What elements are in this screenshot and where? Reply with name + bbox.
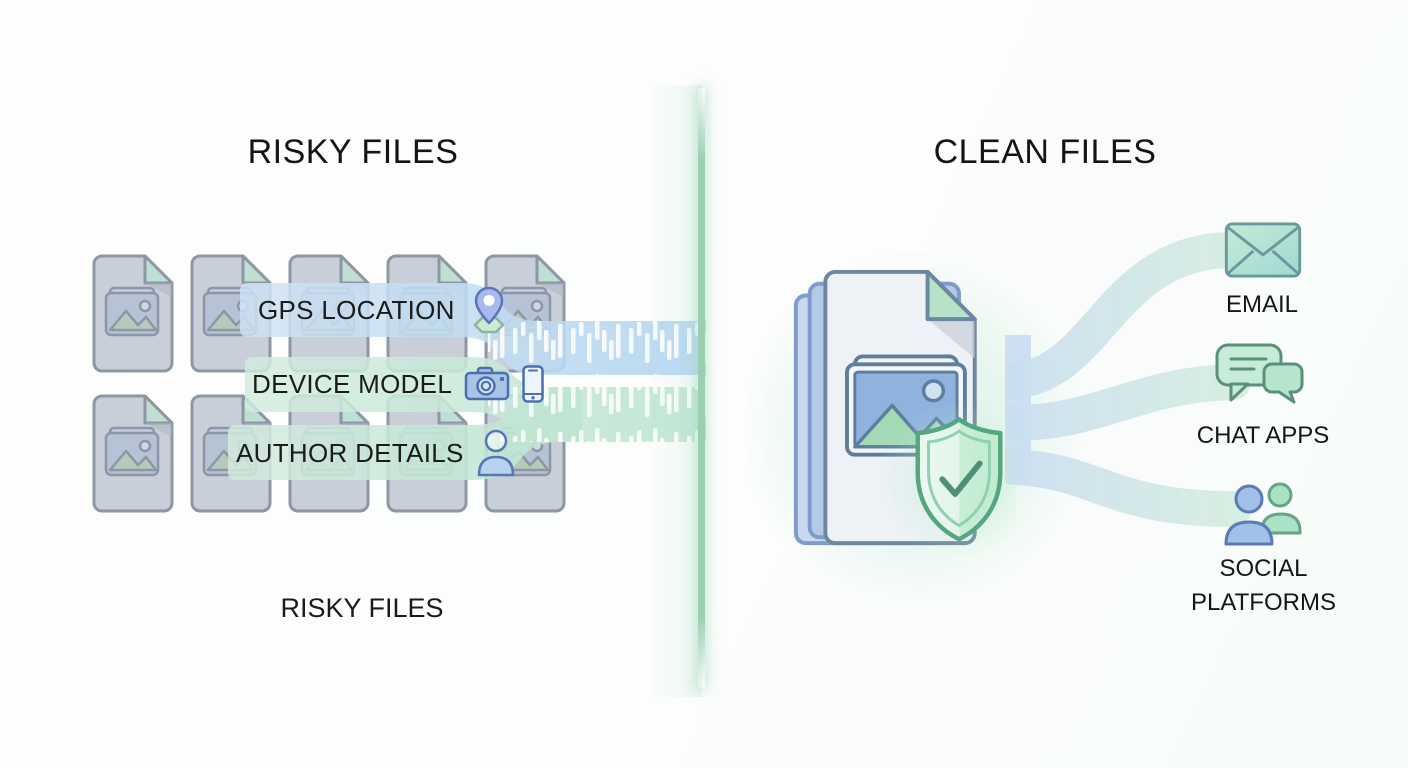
author-details-label: AUTHOR DETAILS [236, 437, 464, 468]
camera-icon [464, 366, 510, 401]
clean-files-title: CLEAN FILES [933, 133, 1157, 171]
envelope-icon [1224, 222, 1302, 278]
gps-location-label: GPS LOCATION [258, 294, 455, 325]
social-platforms-label: SOCIAL PLATFORMS [1191, 555, 1336, 616]
image-file-icon [90, 393, 174, 513]
shield-check-icon [915, 417, 1003, 542]
image-file-icon [90, 253, 174, 373]
user-icon [477, 429, 514, 477]
users-icon [1224, 482, 1302, 546]
metadata-banner-device: DEVICE MODEL [246, 358, 544, 410]
map-pin-icon [473, 286, 504, 334]
device-model-label: DEVICE MODEL [252, 368, 453, 399]
risky-files-caption: RISKY FILES [280, 593, 444, 623]
privacy-barrier-line [698, 88, 705, 688]
smartphone-icon [522, 365, 544, 403]
risky-files-title: RISKY FILES [247, 133, 459, 171]
chat-bubbles-icon [1215, 343, 1304, 404]
distribution-streams [1005, 232, 1251, 527]
chat-apps-label: CHAT APPS [1196, 422, 1330, 449]
email-label: EMAIL [1225, 291, 1299, 318]
photo-document-stack-icon [793, 269, 1016, 557]
metadata-banner-author: AUTHOR DETAILS [228, 426, 516, 480]
metadata-banner-gps: GPS LOCATION [238, 284, 511, 336]
